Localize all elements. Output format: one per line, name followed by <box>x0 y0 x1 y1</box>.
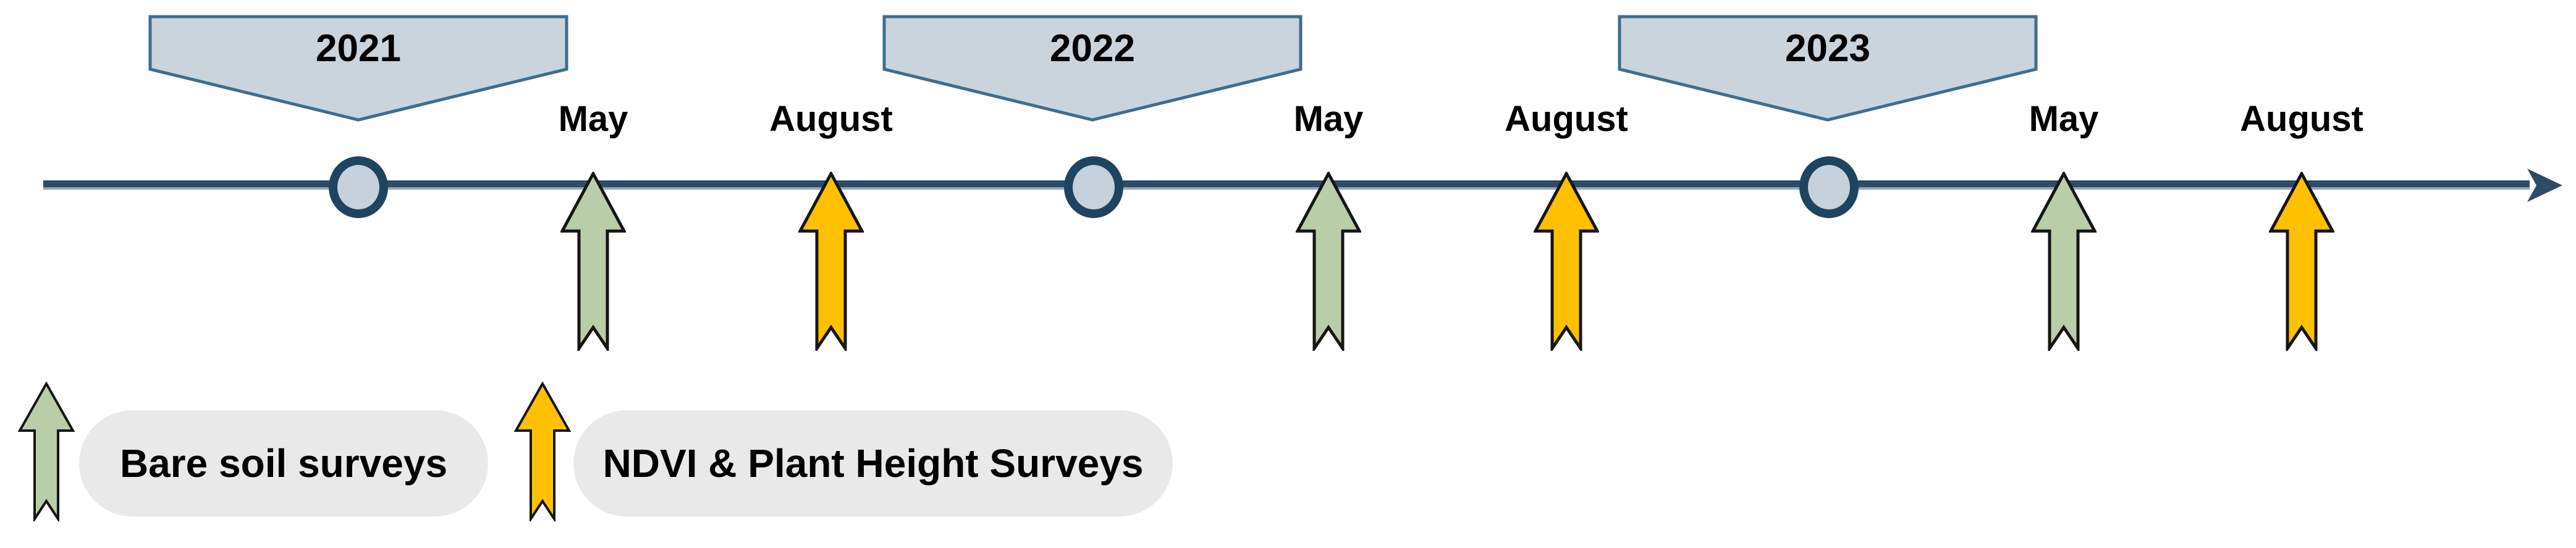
month-label-may-2023: May <box>2029 99 2099 139</box>
legend-label-bare-soil: Bare soil surveys <box>119 441 448 486</box>
timeline-arrowhead-icon <box>2527 169 2562 202</box>
banner-pentagon-shape <box>1618 15 2038 122</box>
bare-soil-arrow-icon-2023 <box>2031 172 2097 351</box>
year-label-2023: 2023 <box>1785 27 1870 70</box>
month-label-august-2022: August <box>1505 99 1628 139</box>
legend-ndvi-arrow-icon <box>514 382 571 521</box>
timeline-node-2021 <box>329 156 388 218</box>
timeline-node-2022 <box>1064 156 1123 218</box>
banner-pentagon-shape <box>882 15 1303 122</box>
ndvi-arrow-icon-2022 <box>1534 172 1599 351</box>
banner-pentagon-shape <box>148 15 568 122</box>
timeline-node-2023 <box>1799 156 1859 218</box>
timeline-line <box>43 180 2530 190</box>
year-banner-2021: 2021 <box>148 15 568 122</box>
year-banner-2022: 2022 <box>882 15 1303 122</box>
ndvi-arrow-icon-2023 <box>2269 172 2334 351</box>
month-label-may-2021: May <box>558 99 628 139</box>
year-banner-2023: 2023 <box>1618 15 2038 122</box>
legend-bare-soil-arrow-icon <box>18 382 75 521</box>
bare-soil-arrow-icon-2022 <box>1296 172 1361 351</box>
month-label-august-2023: August <box>2240 99 2363 139</box>
legend-label-ndvi: NDVI & Plant Height Surveys <box>602 441 1144 486</box>
year-label-2021: 2021 <box>316 27 401 70</box>
bare-soil-arrow-icon-2021 <box>560 172 626 351</box>
legend-box-bare-soil: Bare soil surveys <box>79 410 488 516</box>
legend-box-ndvi: NDVI & Plant Height Surveys <box>573 410 1173 516</box>
month-label-august-2021: August <box>769 99 893 139</box>
ndvi-arrow-icon-2021 <box>798 172 864 351</box>
year-label-2022: 2022 <box>1050 27 1135 70</box>
month-label-may-2022: May <box>1293 99 1364 139</box>
